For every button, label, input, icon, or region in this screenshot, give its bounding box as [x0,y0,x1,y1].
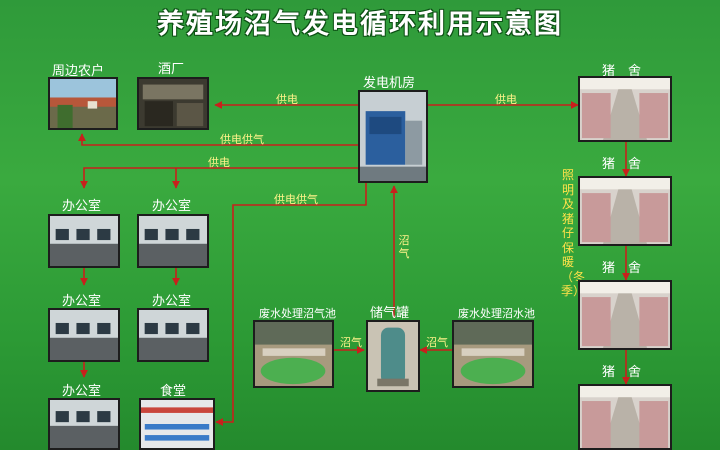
node-label-biogas-digester: 废水处理沼气池 [259,307,336,320]
diagram-title: 养殖场沼气发电循环利用示意图 [157,9,563,40]
flow-label-gen-to-offices: 供电 [208,156,230,169]
farmers-photo [48,77,118,130]
flow-label-tank-to-gen: 沼气 [398,234,410,260]
office-2-photo [137,214,209,268]
node-label-office-1: 办公室 [62,199,102,214]
wastewater-pool-photo [452,320,534,388]
pig-house-4-photo [578,384,672,450]
node-label-gas-tank: 储气罐 [370,306,410,321]
office-3-photo [48,308,120,362]
node-label-brewery: 酒厂 [158,62,185,77]
flow-label-gen-to-farmers: 供电供气 [220,133,264,146]
arrow-gen-to-offices [80,167,358,189]
node-label-canteen: 食堂 [160,384,187,399]
node-label-pig-house-3: 猪 舍 [602,261,642,276]
biogas-digester-photo [253,320,334,388]
node-label-wastewater-pool: 废水处理沼水池 [458,307,535,320]
flow-label-digester-to-tank: 沼气 [340,336,362,349]
flow-label-gen-to-brewery: 供电 [276,93,298,106]
office-5-photo [48,398,120,450]
gas-tank-photo [366,320,420,392]
office-4-photo [137,308,209,362]
pig-house-3-photo [578,280,672,350]
canteen-photo [139,398,215,450]
node-label-pig-house-1: 猪 舍 [602,64,642,79]
brewery-photo [137,77,209,130]
node-label-office-2: 办公室 [152,199,192,214]
node-label-generator-room: 发电机房 [363,76,416,91]
pig-house-2-photo [578,176,672,246]
node-label-farmers: 周边农户 [52,64,105,79]
generator-room-photo [358,90,428,183]
flow-label-gen-to-canteen: 供电供气 [274,193,318,206]
flow-label-pool-to-tank: 沼气 [426,336,448,349]
node-label-office-3: 办公室 [62,294,102,309]
node-label-office-5: 办公室 [62,384,102,399]
pig-house-1-photo [578,76,672,142]
node-label-pig-house-4: 猪 舍 [602,365,642,380]
office-1-photo [48,214,120,268]
pig-heating-note: 照明及猪仔保暖（冬季） [561,168,586,298]
node-label-office-4: 办公室 [152,294,192,309]
flow-label-gen-to-pigs: 供电 [495,93,517,106]
node-label-pig-house-2: 猪 舍 [602,157,642,172]
